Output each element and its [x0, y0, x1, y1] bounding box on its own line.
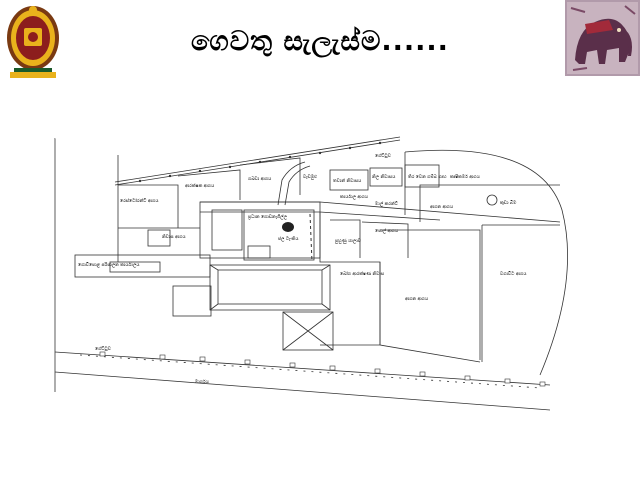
- label-storage-area: ගබඩා ආගය: [248, 176, 272, 182]
- label-house-area: නිවාස ආගය: [162, 234, 186, 240]
- label-record-room: නිල නිවාසය: [372, 174, 396, 180]
- sri-lanka-emblem-logo: [4, 2, 62, 82]
- label-east-field: වගාවිට ආගය: [500, 271, 527, 277]
- label-cultivation-block: කෘෂිකර්ම ආගය: [450, 174, 481, 180]
- label-gate-bottom: ගේට්ටුව: [95, 346, 112, 352]
- water-tank-icon: [282, 222, 294, 232]
- label-big-field: ආගන ආගය: [405, 297, 429, 302]
- slide-title: ගෙවතු සැලැස්ම......: [191, 26, 449, 57]
- label-security-area: ආරක්ෂක ආගය: [185, 183, 215, 189]
- label-sub-area: මාල් කරන්ට්: [375, 201, 399, 207]
- label-small-plot: කුඩා බිම: [500, 200, 517, 206]
- road-posts: [99, 351, 546, 387]
- label-coconut-area: පොල් ආගය: [375, 228, 399, 234]
- label-workshop: වැඩමුළු: [303, 174, 317, 180]
- decorative-elephant-image: [565, 0, 640, 76]
- label-nursery: තවාන් නිවාසය: [333, 178, 362, 184]
- tree-icon: [486, 194, 498, 206]
- label-training-hall: පුහුණු ශාලාව: [335, 238, 362, 244]
- label-tool-room: තිර වෙන ගම්බ ගෘහ: [408, 174, 447, 180]
- label-greenhouse-left: ගොවිපොළ පරිපාලන කාර්යාලය: [78, 261, 140, 268]
- label-gate-top: ගේට්ටුව: [375, 153, 392, 159]
- label-road: මාර්ගය: [195, 379, 210, 385]
- label-canteen-area: රෙස්ටෝරන්ට් ආගය: [120, 198, 159, 204]
- label-main-building: ප්‍රධාන ගොඩනැගිල්ල: [248, 214, 288, 220]
- label-plant-protection: බෝග ආරක්ෂණ නිවාස: [340, 271, 385, 277]
- fence-posts: [138, 141, 382, 183]
- label-field-right: ආගන ආගය: [430, 205, 454, 210]
- label-water-tank: ජල ටැංකිය: [278, 236, 299, 242]
- label-office-area: කාර්යාල ආගය: [340, 194, 369, 200]
